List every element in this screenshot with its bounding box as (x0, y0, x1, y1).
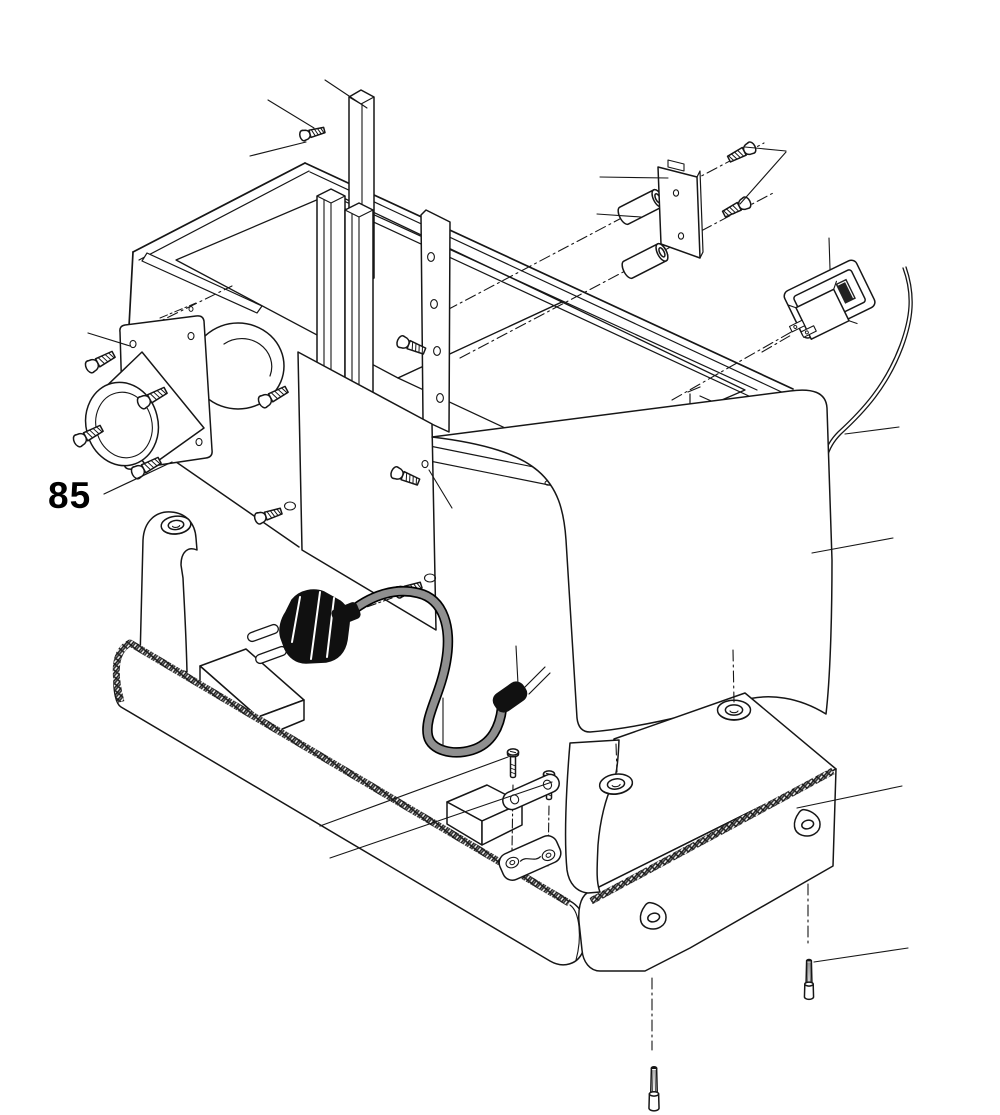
power-switch (762, 238, 880, 352)
washer-icon (425, 574, 436, 582)
terminal-bracket-assembly (597, 139, 786, 281)
cord-clamp-group (320, 748, 564, 884)
callout-85-leader (104, 462, 172, 494)
washer-icon (285, 502, 296, 510)
leader-lines-top (250, 80, 367, 156)
strain-relief-grommet (490, 679, 529, 715)
rear-panel (298, 352, 452, 630)
alignment-axis-lines (130, 143, 800, 400)
callout-label-85: 85 (48, 475, 92, 516)
cord-clamp-plate (500, 772, 562, 813)
screw-boss-icon (716, 699, 752, 722)
housing-cover (432, 390, 893, 732)
cord-clamp-base (496, 833, 564, 884)
screw-icon (725, 139, 759, 166)
power-cord-assembly (246, 590, 550, 752)
mounting-rail (421, 210, 450, 432)
machine-base (566, 650, 908, 1112)
switch-wires (824, 267, 912, 458)
clamp-screw-icon (506, 748, 520, 779)
screw-icon (252, 504, 284, 526)
motor-assembly (77, 316, 284, 474)
plug-pin-icon (246, 623, 279, 642)
base-screw-icon (803, 958, 815, 1001)
base-platform (114, 512, 587, 965)
plug-pin-icon (254, 645, 287, 664)
screw-icon (82, 347, 118, 376)
screw-icon (720, 194, 754, 221)
standoff-spacer-icon (618, 241, 672, 281)
base-screw-icon (648, 1065, 660, 1112)
